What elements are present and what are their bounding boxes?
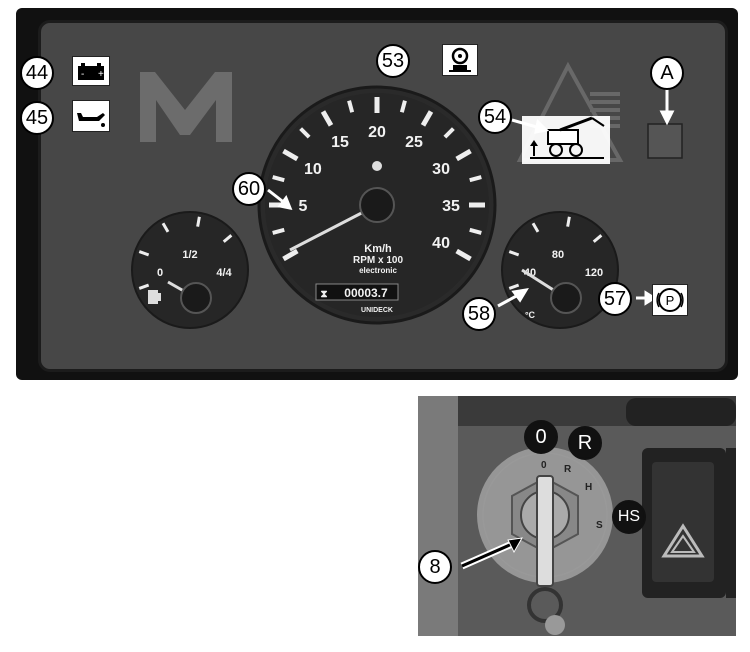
callout-53: 53	[376, 44, 410, 78]
speedometer-tick	[420, 110, 434, 127]
temp-unit: °C	[525, 310, 536, 320]
oil-pressure-indicator	[72, 100, 110, 132]
fuel-pump-icon	[148, 290, 161, 304]
speedometer-tick	[469, 227, 482, 235]
gauge-tick	[161, 222, 170, 233]
gauge-tick	[196, 216, 201, 227]
brand-logo	[140, 72, 232, 142]
callout-44: 44	[20, 56, 54, 90]
parking-icon-frame: P	[656, 288, 684, 312]
speedometer-tick	[272, 227, 285, 235]
temp-120-label: 120	[585, 267, 603, 279]
speedometer-label: 30	[432, 161, 450, 178]
callout-60: 60	[232, 172, 266, 206]
gauge-tick	[222, 234, 233, 243]
callout-0: 0	[524, 420, 558, 454]
speedometer: 5 10 15 20 25 30 35 40 Km/h RPM x 100 electroni…	[257, 85, 497, 325]
speedometer-tick	[455, 248, 472, 262]
temperature-gauge: 40 80 120 °C	[501, 211, 619, 329]
callout-45: 45	[20, 101, 54, 135]
battery-indicator: + -	[72, 56, 110, 86]
svg-text:+: +	[98, 69, 104, 80]
speedometer-label: 20	[368, 124, 386, 141]
speedometer-tick	[347, 100, 355, 113]
ignition-pos-s: S	[596, 520, 603, 531]
fuel-gauge: 0 1/2 4/4	[131, 211, 249, 329]
svg-text:-: -	[81, 69, 84, 80]
speedometer-tick	[399, 100, 407, 113]
speedometer-tick	[272, 175, 285, 183]
meter-brand: UNIDECK	[361, 307, 393, 314]
filter-icon	[449, 47, 471, 72]
callout-a: A	[650, 56, 684, 90]
hour-meter	[315, 283, 399, 301]
hazard-triangle-icon	[661, 523, 705, 558]
gauge-tick	[138, 250, 150, 257]
speedometer-label: 25	[405, 134, 423, 151]
callout-57: 57	[598, 282, 632, 316]
gauge-tick	[508, 283, 520, 290]
callout-58: 58	[462, 297, 496, 331]
fuel-empty-label: 0	[157, 267, 163, 279]
gauge-tick	[592, 234, 603, 243]
temp-hub	[550, 282, 582, 314]
ignition-pos-r: R	[564, 464, 572, 475]
callout-54: 54	[478, 100, 512, 134]
electronic-label: electronic	[359, 266, 397, 275]
speedometer-tick	[282, 148, 299, 162]
hour-meter-value: 00003.7	[344, 286, 388, 300]
gauge-tick	[138, 283, 150, 290]
temp-80-label: 80	[552, 249, 564, 261]
parking-letter: P	[666, 293, 675, 308]
filter-indicator	[442, 44, 478, 76]
speedometer-label: 15	[331, 134, 349, 151]
speedometer-hub	[359, 187, 395, 223]
callout-arrows	[267, 84, 675, 308]
rpm-unit: RPM x 100	[353, 255, 403, 266]
speedometer-tick	[320, 110, 334, 127]
speedometer-tick	[455, 148, 472, 162]
speedometer-label: 10	[304, 161, 322, 178]
warning-light-a	[647, 123, 683, 159]
callout-hs: HS	[612, 500, 646, 534]
speedometer-tick	[299, 127, 311, 139]
gauge-tick	[508, 250, 520, 257]
fuel-half-label: 1/2	[182, 249, 197, 261]
speedometer-tick	[282, 248, 299, 262]
fuel-full-label: 4/4	[216, 267, 232, 279]
speedometer-label: 35	[442, 198, 460, 215]
fuel-hub	[180, 282, 212, 314]
speedometer-tick	[443, 127, 455, 139]
speedometer-label: 40	[432, 235, 450, 252]
telehandler-icon	[522, 116, 610, 164]
callout-r: R	[568, 426, 602, 460]
gauge-tick	[566, 216, 571, 227]
speed-unit: Km/h	[364, 243, 392, 255]
speedometer-label: 5	[299, 198, 308, 215]
parking-brake-indicator: P	[652, 284, 688, 316]
oil-can-icon	[77, 113, 105, 127]
ignition-key	[536, 475, 554, 587]
hourglass-icon: ⧗	[320, 289, 327, 300]
gauge-tick	[531, 222, 540, 233]
battery-icon: + -	[78, 63, 104, 80]
ignition-pos-0: 0	[541, 460, 547, 471]
ignition-pos-h: H	[585, 482, 592, 493]
speedometer-tick	[469, 175, 482, 183]
callout-8: 8	[418, 550, 452, 584]
